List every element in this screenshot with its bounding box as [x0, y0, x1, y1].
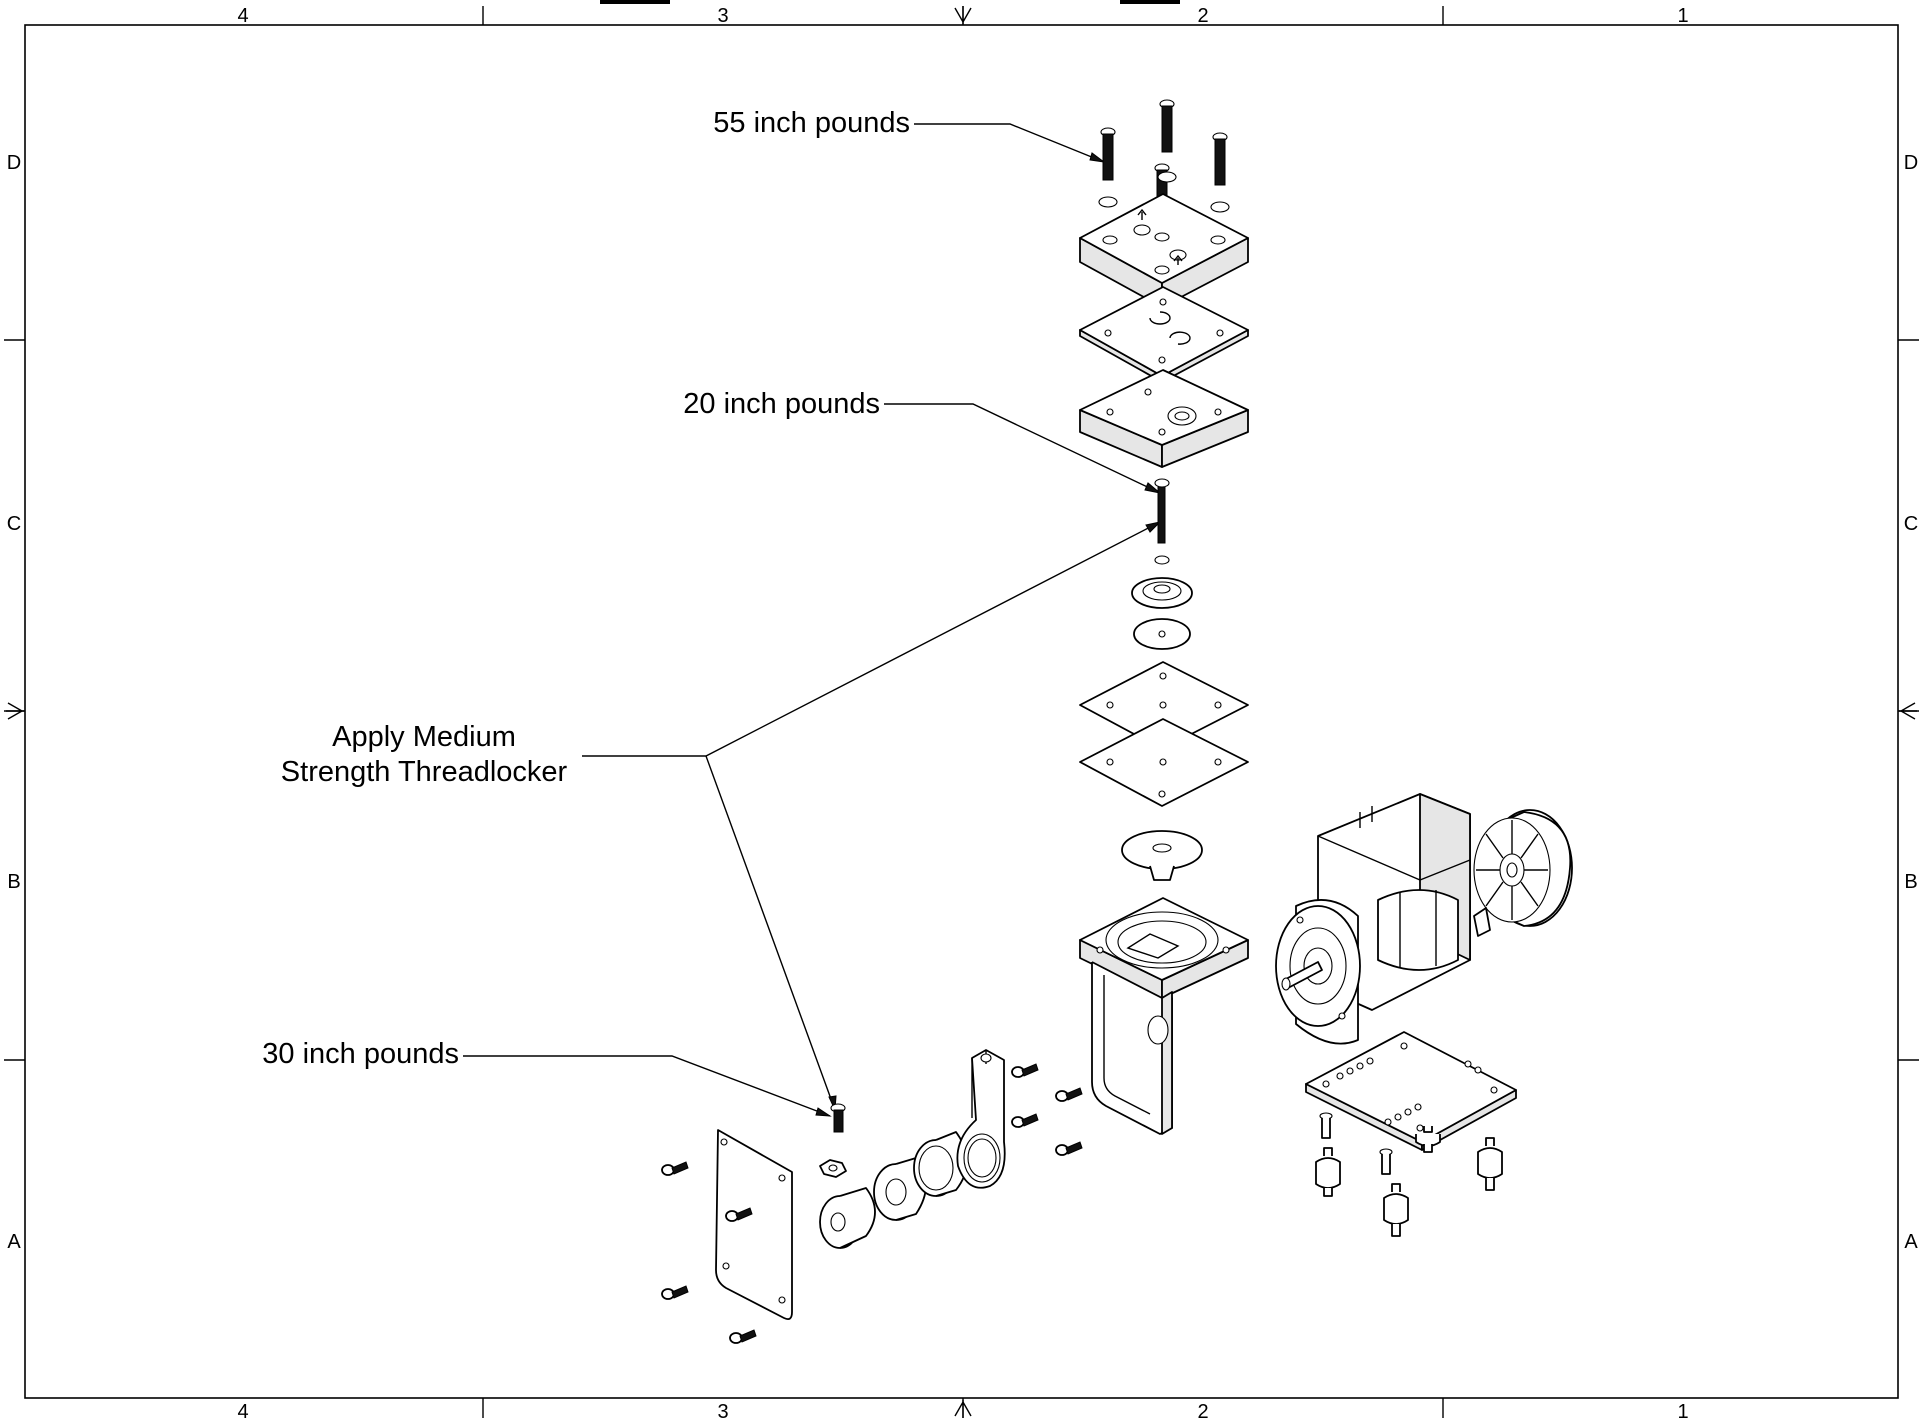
callout-55-inch-pounds: 55 inch pounds [713, 107, 1105, 163]
fan-wheel [1473, 809, 1573, 937]
diaphragm-retainer [1131, 577, 1193, 609]
cap-screw [1212, 132, 1228, 186]
callout-30-inch-pounds: 30 inch pounds [262, 1038, 832, 1117]
diaphragm-piston [1121, 830, 1203, 881]
column-label-bottom-3: 3 [717, 1401, 728, 1421]
circuit-board [1305, 1031, 1517, 1151]
cover-screw [661, 1285, 689, 1300]
standoff [1319, 1112, 1333, 1139]
pump-head-block [1079, 193, 1249, 308]
callout-20-inch-pounds: 20 inch pounds [683, 388, 1161, 494]
row-label-right-C: C [1904, 513, 1918, 535]
column-label-bottom-1: 1 [1677, 1401, 1688, 1421]
cover-screw [725, 1207, 753, 1222]
electric-motor [1275, 793, 1471, 1045]
rubber-isolator [1415, 1126, 1441, 1153]
gasket-lower [1079, 718, 1249, 807]
cover-screw [661, 1161, 689, 1176]
rod-screw [1011, 1113, 1039, 1128]
column-label-top-3: 3 [717, 5, 728, 27]
rubber-isolator [1477, 1137, 1503, 1191]
drawing-frame [4, 0, 1919, 1418]
zone-labels: 4 3 2 1 4 3 2 1 D C B A D C B A [7, 5, 1919, 1421]
eccentric-hub [819, 1187, 876, 1249]
connecting-rod [956, 1049, 1006, 1189]
set-screw-and-nut [819, 1103, 847, 1178]
threadlocker-label-line2: Strength Threadlocker [281, 756, 568, 788]
rubber-isolator [1383, 1183, 1409, 1237]
valve-plate [1079, 286, 1249, 383]
row-label-right-A: A [1904, 1231, 1918, 1253]
row-label-right-D: D [1904, 152, 1918, 174]
cylinder-plate [1079, 369, 1249, 468]
standoff [1379, 1148, 1393, 1175]
column-label-bottom-2: 2 [1197, 1401, 1208, 1421]
rod-screw [1055, 1087, 1083, 1102]
rod-screw [1055, 1141, 1083, 1156]
standoffs [1315, 1112, 1503, 1237]
rod-screws [1011, 1063, 1083, 1156]
rod-screw [1011, 1063, 1039, 1078]
row-label-left-C: C [7, 513, 21, 535]
column-label-bottom-4: 4 [237, 1401, 248, 1421]
row-label-left-B: B [7, 871, 20, 893]
cover-screws [661, 1161, 757, 1344]
cap-screw [1100, 127, 1116, 181]
column-label-top-2: 2 [1197, 5, 1208, 27]
end-cover-plate [715, 1129, 793, 1321]
lock-washer [1210, 201, 1230, 213]
row-label-right-B: B [1904, 871, 1917, 893]
cover-screw [729, 1329, 757, 1344]
column-label-top-1: 1 [1677, 5, 1688, 27]
row-label-left-A: A [7, 1231, 21, 1253]
bearing-sleeve [913, 1131, 968, 1197]
pump-housing [1079, 897, 1249, 1135]
lock-washer [1157, 171, 1177, 183]
rubber-isolator [1315, 1147, 1341, 1197]
column-label-top-4: 4 [237, 5, 248, 27]
callout-threadlocker: Apply Medium Strength Threadlocker [281, 521, 1162, 1111]
lock-washer [1098, 196, 1118, 208]
row-label-left-D: D [7, 152, 21, 174]
torque-label-20: 20 inch pounds [683, 388, 880, 420]
cap-screw [1159, 99, 1175, 153]
top-cap-screws [1098, 99, 1230, 217]
diaphragm-screw [1154, 478, 1170, 565]
torque-label-30: 30 inch pounds [262, 1038, 459, 1070]
threadlocker-label-line1: Apply Medium [332, 721, 516, 753]
torque-label-55: 55 inch pounds [713, 107, 910, 139]
